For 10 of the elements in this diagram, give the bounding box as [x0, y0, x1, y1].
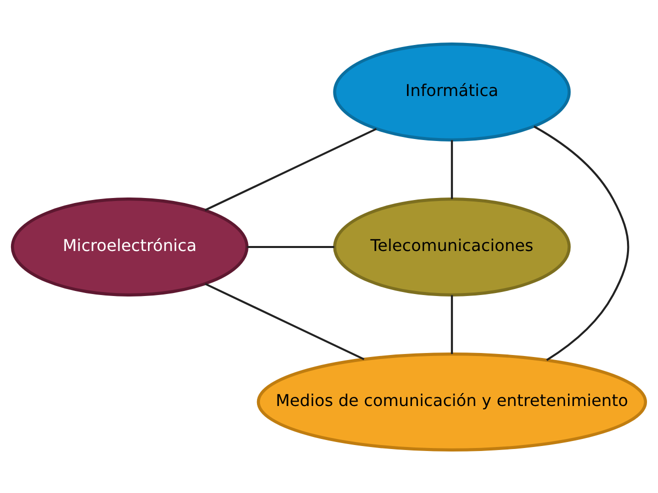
- connector: [450, 140, 453, 198]
- node-ellipse: Microelectrónica: [10, 197, 248, 296]
- node-ellipse: Telecomunicaciones: [333, 197, 571, 296]
- connector: [204, 127, 377, 211]
- connector: [450, 294, 453, 354]
- connector: [533, 125, 630, 360]
- connector: [247, 245, 334, 248]
- node-ellipse: Informática: [333, 42, 571, 141]
- node-ellipse: Medios de comunicación y entretenimiento: [256, 352, 647, 451]
- connector: [204, 282, 364, 360]
